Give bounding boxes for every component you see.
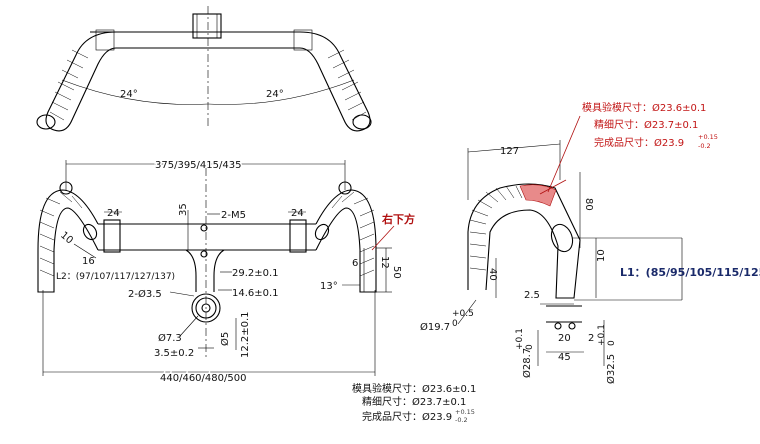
angle-label-right: 24° — [266, 89, 284, 100]
spec-right-mold: 模具验模尺寸：Ø23.6±0.1 — [582, 101, 706, 114]
dim-2: 2 — [588, 333, 594, 344]
top-view-angle-arc-left — [61, 79, 209, 105]
dim-16: 16 — [82, 256, 95, 267]
dim-45: 45 — [558, 352, 571, 363]
dim-width-bottom: 440/460/480/500 — [160, 373, 246, 384]
spec-right-finished: 完成品尺寸：Ø23.9 — [594, 136, 684, 149]
dim-3-5: 3.5±0.2 — [154, 348, 194, 359]
dim-phi28-7: Ø28.7 — [521, 348, 533, 378]
spec-block-bottom: 模具验模尺寸：Ø23.6±0.1 精细尺寸：Ø23.7±0.1 完成品尺寸：Ø2… — [352, 382, 476, 424]
dim-2m5: 2-M5 — [221, 210, 246, 221]
dim-phi32-5: Ø32.5 — [605, 354, 617, 384]
l2-label: L2：(97/107/117/127/137) — [56, 272, 175, 282]
front-view-stem-neck — [185, 249, 225, 292]
top-view-bar-outline — [45, 31, 371, 132]
dim-phi7-3: Ø7.3 — [158, 332, 182, 344]
spec-block-right: 模具验模尺寸：Ø23.6±0.1 精细尺寸：Ø23.7±0.1 完成品尺寸：Ø2… — [582, 101, 718, 150]
note-right-down: 右下方 — [381, 212, 415, 226]
tol-phi32-5-upper: +0.1 — [597, 324, 607, 346]
dim-12-2: 12.2±0.1 — [240, 311, 251, 358]
spec-bottom-finished: 完成品尺寸：Ø23.9 — [362, 410, 452, 423]
top-view-angle-arc-right — [207, 79, 355, 105]
front-view-left-drop — [37, 189, 99, 293]
dim-10-front: 10 — [58, 230, 75, 247]
spec-bottom-tol-lower: -0.2 — [455, 416, 468, 424]
tol-phi28-7-lower: 0 — [525, 344, 535, 350]
dim-35: 35 — [178, 203, 189, 216]
dim-2phi3-5: 2-Ø3.5 — [128, 288, 162, 300]
side-view: 127 80 40 10 L1：(85/95/105/115/125) 2.5 … — [420, 115, 760, 384]
dim-2-5: 2.5 — [524, 290, 540, 301]
spec-right-tol-upper: +0.15 — [698, 133, 718, 141]
dim-29-2: 29.2±0.1 — [232, 268, 279, 279]
tol-phi19-7-upper: +0.5 — [452, 309, 474, 319]
front-view-top-bar — [98, 223, 316, 251]
dim-127: 127 — [500, 146, 519, 157]
dim-phi5: Ø5 — [219, 332, 231, 346]
spec-right-fine: 精细尺寸：Ø23.7±0.1 — [594, 118, 698, 131]
dim-14-6: 14.6±0.1 — [232, 288, 279, 299]
dim-width-top: 375/395/415/435 — [155, 160, 241, 171]
l1-label: L1：(85/95/105/115/125) — [620, 266, 760, 279]
spec-right-tol-lower: -0.2 — [698, 142, 711, 150]
dim-phi19-7: Ø19.7 — [420, 321, 450, 333]
dim-20: 20 — [558, 333, 571, 344]
dim-13deg: 13° — [320, 281, 338, 292]
dim-6: 6 — [352, 258, 358, 269]
tol-phi32-5-lower: 0 — [607, 340, 617, 346]
dim-24-right: 24 — [291, 208, 304, 219]
dim-10-side: 10 — [596, 249, 607, 262]
front-view-steerer — [191, 293, 221, 323]
dim-80: 80 — [583, 198, 594, 211]
tol-phi19-7-lower: 0 — [452, 319, 458, 329]
top-view: 24° 24° — [36, 6, 372, 132]
spec-bottom-tol-upper: +0.15 — [455, 408, 475, 416]
angle-label-left: 24° — [120, 89, 138, 100]
front-view-right-drop — [315, 189, 377, 293]
side-view-bar — [467, 183, 581, 299]
front-view: 375/395/415/435 440/460/480/500 — [37, 159, 415, 386]
spec-bottom-mold: 模具验模尺寸：Ø23.6±0.1 — [352, 382, 476, 395]
spec-bottom-fine: 精细尺寸：Ø23.7±0.1 — [362, 395, 466, 408]
top-view-stem-clamp — [192, 13, 222, 39]
dim-40: 40 — [487, 268, 498, 281]
dim-24-left: 24 — [107, 208, 120, 219]
tol-phi28-7-upper: +0.1 — [515, 328, 525, 350]
dim-12-right: 12 — [379, 256, 390, 269]
side-view-clamp-section — [550, 223, 574, 253]
dim-50: 50 — [391, 266, 402, 279]
